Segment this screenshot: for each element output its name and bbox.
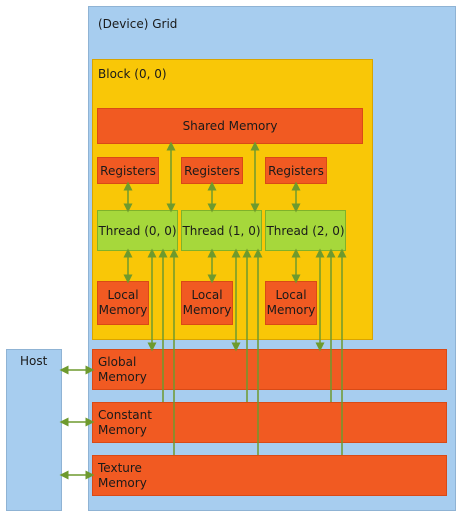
registers-2: Registers <box>265 157 327 184</box>
global-memory: Global Memory <box>92 349 447 390</box>
host-label: Host <box>20 354 48 368</box>
thread-0-label: Thread (0, 0) <box>98 223 177 238</box>
thread-2: Thread (2, 0) <box>265 210 346 251</box>
registers-1: Registers <box>181 157 243 184</box>
shared-memory: Shared Memory <box>97 108 363 144</box>
texture-memory-label: Texture Memory <box>98 461 147 490</box>
local-memory-1-label: Local Memory <box>182 288 232 317</box>
local-memory-2: Local Memory <box>265 281 317 325</box>
host <box>6 349 62 511</box>
local-memory-1: Local Memory <box>181 281 233 325</box>
texture-memory: Texture Memory <box>92 455 447 496</box>
thread-2-label: Thread (2, 0) <box>266 223 345 238</box>
constant-memory-label: Constant Memory <box>98 408 152 437</box>
local-memory-0: Local Memory <box>97 281 149 325</box>
registers-2-label: Registers <box>268 163 324 178</box>
thread-1-label: Thread (1, 0) <box>182 223 261 238</box>
local-memory-0-label: Local Memory <box>98 288 148 317</box>
global-memory-label: Global Memory <box>98 355 147 384</box>
block-label: Block (0, 0) <box>98 67 167 81</box>
shared-memory-label: Shared Memory <box>182 119 278 133</box>
local-memory-2-label: Local Memory <box>266 288 316 317</box>
thread-0: Thread (0, 0) <box>97 210 178 251</box>
registers-1-label: Registers <box>184 163 240 178</box>
device-grid-label: (Device) Grid <box>98 17 178 31</box>
thread-1: Thread (1, 0) <box>181 210 262 251</box>
registers-0-label: Registers <box>100 163 156 178</box>
